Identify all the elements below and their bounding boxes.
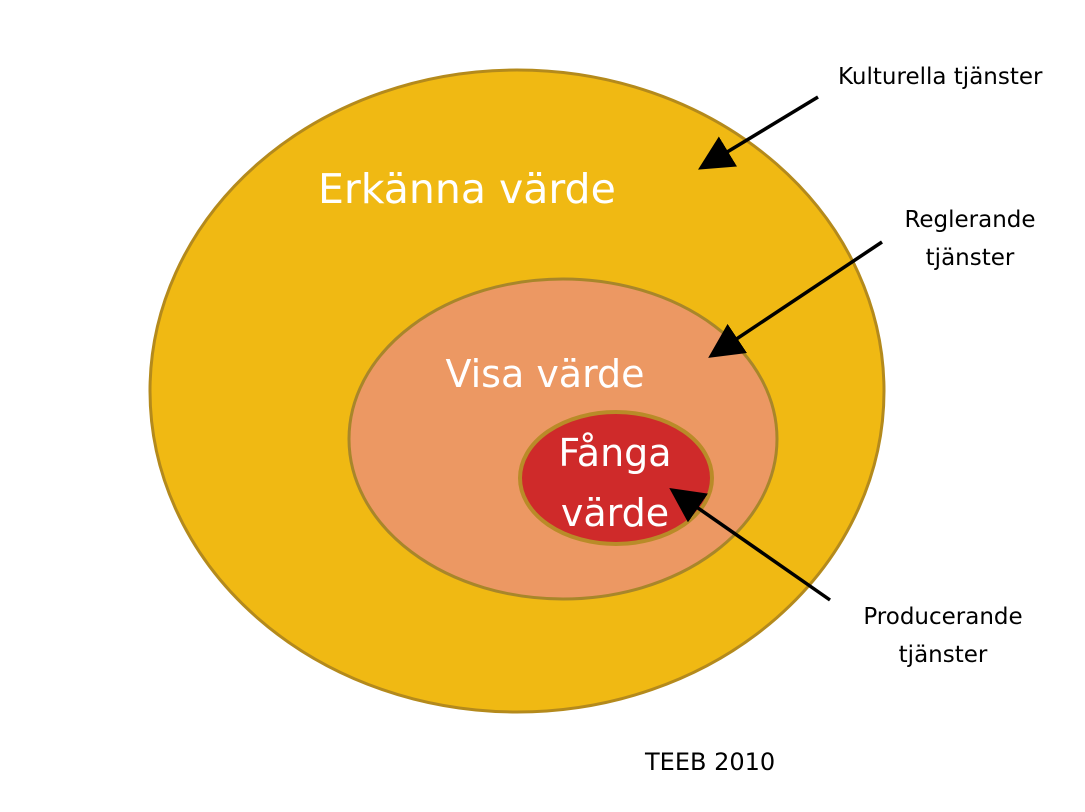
callout-producing-line2: tjänster [898,642,988,668]
arrow-producing [669,487,832,602]
callout-producing-line1: Producerande [863,604,1023,630]
arrow-cultural [698,95,819,170]
inner-ring-label-line2: värde [560,491,670,535]
inner-ring-label-line1: Fånga [558,431,672,475]
callout-regulating-services: Reglerande tjänster [895,201,1045,277]
callout-regulating-line1: Reglerande [904,207,1036,233]
callout-cultural-services: Kulturella tjänster [838,58,1042,96]
callout-producing-services: Producerande tjänster [848,598,1038,674]
middle-ring-label: Visa värde [445,352,645,396]
inner-ellipse [518,410,714,546]
source-citation: TEEB 2010 [645,748,776,776]
callout-regulating-line2: tjänster [925,245,1015,271]
callout-cultural-text: Kulturella tjänster [838,64,1043,90]
outer-ring-label: Erkänna värde [318,165,616,213]
arrow-regulating [708,240,883,358]
